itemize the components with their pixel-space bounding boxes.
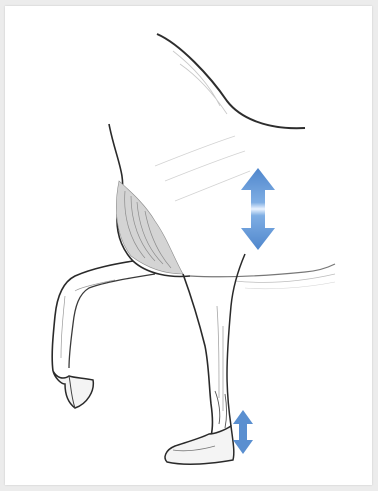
standing-leg-back bbox=[227, 254, 245, 426]
small-double-arrow-icon bbox=[233, 410, 253, 454]
back-light-strokes bbox=[173, 51, 227, 114]
belly-outline bbox=[190, 264, 335, 277]
shoulder-shading bbox=[116, 181, 183, 274]
image-frame bbox=[5, 6, 372, 485]
standing-leg-front bbox=[183, 274, 213, 436]
raised-leg-upper bbox=[52, 261, 133, 371]
horse-leg-sketch bbox=[5, 6, 372, 485]
standing-hoof bbox=[165, 426, 234, 464]
back-outline bbox=[157, 34, 305, 128]
large-double-arrow-icon bbox=[241, 168, 275, 250]
